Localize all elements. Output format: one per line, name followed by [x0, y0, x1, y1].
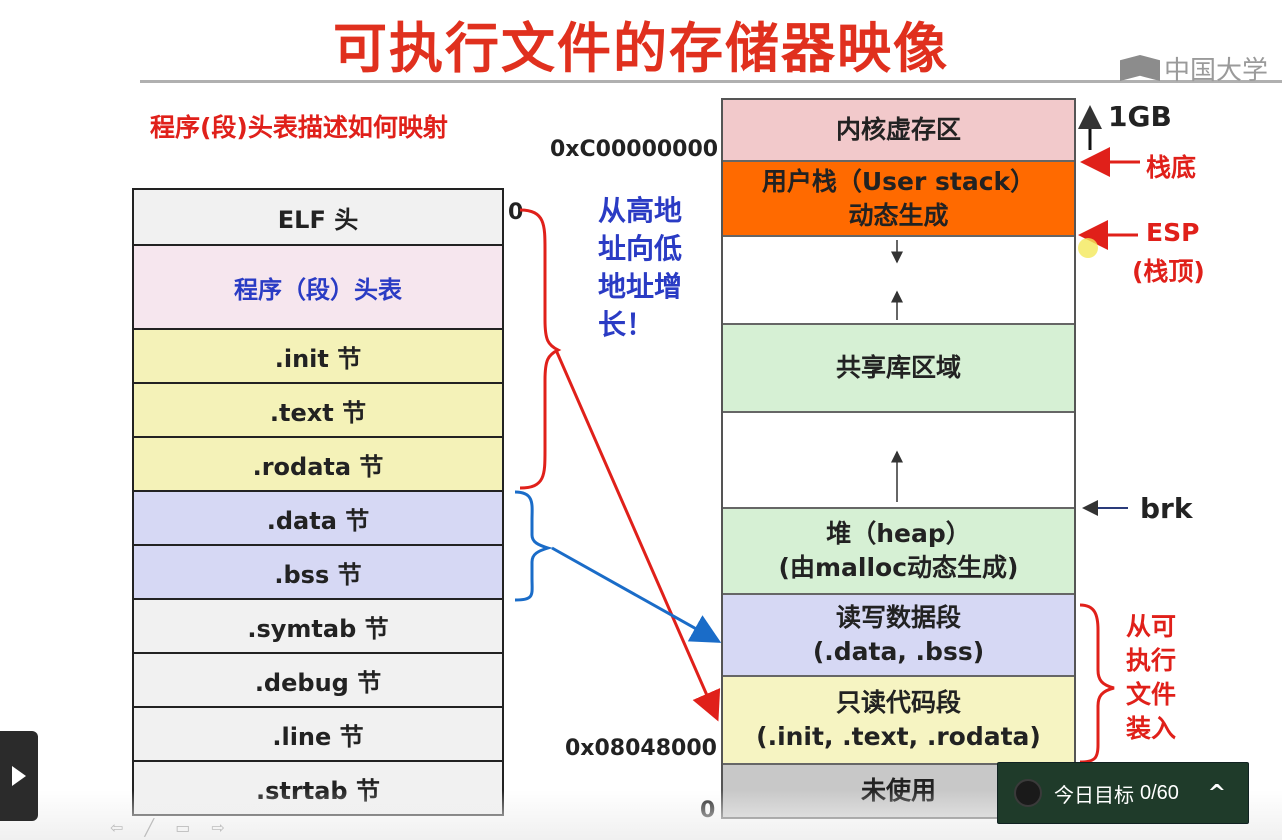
elf-section-row: .init 节	[134, 328, 502, 382]
goal-label: 今日目标	[1054, 784, 1134, 807]
red-brace-left	[519, 208, 562, 490]
loaded-line: 文件	[1126, 680, 1177, 709]
red-mapping-arrow	[554, 349, 721, 722]
elf-offset-zero: 0	[508, 200, 524, 225]
slide-nav-controls[interactable]: ⇦ ╱ ▭ ⇨	[110, 818, 233, 837]
memory-region-label: 堆（heap）	[826, 519, 971, 548]
memory-region-label: (.data, .bss)	[812, 637, 985, 666]
elf-section-row: .rodata 节	[134, 436, 502, 490]
play-icon	[12, 766, 26, 786]
memory-region: 用户栈（User stack） 动态生成	[723, 160, 1074, 235]
memory-region: 只读代码段 (.init, .text, .rodata)	[723, 675, 1074, 763]
memory-region-label: 动态生成	[848, 200, 949, 230]
label-stack-bottom: 栈底	[1146, 153, 1197, 182]
mooc-logo: 中国大学	[1120, 50, 1280, 86]
elf-file-table: ELF 头程序（段）头表.init 节.text 节.rodata 节.data…	[132, 188, 504, 816]
blue-mapping-arrow	[551, 546, 722, 643]
memory-region-label: (.init, .text, .rodata)	[756, 722, 1041, 751]
blue-brace-left	[514, 490, 554, 602]
growth-note-line: 地址增	[598, 270, 683, 303]
memory-region: 堆（heap） (由malloc动态生成)	[723, 507, 1074, 593]
address-text-start: 0x08048000	[565, 736, 717, 761]
label-esp-sub: (栈顶)	[1132, 257, 1205, 286]
title-divider	[140, 80, 1282, 83]
logo-text: 中国大学	[1164, 55, 1269, 86]
growth-note-line: 从高地	[598, 194, 683, 227]
memory-region: 共享库区域	[723, 323, 1074, 411]
elf-section-row: .bss 节	[134, 544, 502, 598]
memory-region	[723, 235, 1074, 323]
memory-region-label: 只读代码段	[835, 688, 961, 717]
memory-region-label: 内核虚存区	[835, 115, 961, 144]
chevron-up-icon[interactable]: ^	[1207, 780, 1226, 806]
progress-ring-icon	[1014, 779, 1042, 807]
slide-title: 可执行文件的存储器映像	[333, 17, 949, 80]
memory-region-label: 共享库区域	[835, 353, 961, 382]
label-1gb: 1GB	[1108, 100, 1172, 133]
label-loaded-from-exec: 从可 执行 文件 装入	[1126, 610, 1176, 746]
elf-section-row: .symtab 节	[134, 598, 502, 652]
memory-region-label: (由malloc动态生成)	[778, 553, 1019, 582]
growth-note-line: 长！	[598, 308, 655, 341]
growth-note: 从高地 址向低 地址增 长！	[598, 192, 682, 344]
elf-section-row: ELF 头	[134, 190, 502, 244]
daily-goal-widget[interactable]: 今日目标 0/60 ^	[997, 762, 1249, 824]
cursor-highlight	[1078, 238, 1098, 258]
loaded-line: 执行	[1126, 646, 1177, 675]
elf-section-row: .text 节	[134, 382, 502, 436]
elf-section-row: .data 节	[134, 490, 502, 544]
growth-note-line: 址向低	[598, 232, 683, 265]
memory-region-label: 读写数据段	[835, 603, 961, 632]
memory-region-label: 用户栈（User stack）	[761, 166, 1036, 196]
address-kernel: 0xC00000000	[550, 137, 719, 162]
goal-count: 0/60	[1140, 781, 1179, 804]
label-esp: ESP	[1146, 218, 1200, 247]
elf-section-row: 程序（段）头表	[134, 244, 502, 328]
sidebar-toggle-button[interactable]	[0, 731, 38, 821]
label-brk: brk	[1140, 492, 1193, 525]
elf-section-row: .debug 节	[134, 652, 502, 706]
elf-section-row: .line 节	[134, 706, 502, 760]
memory-region: 读写数据段 (.data, .bss)	[723, 593, 1074, 675]
subtitle: 程序(段)头表描述如何映射	[150, 113, 448, 142]
loaded-line: 装入	[1126, 714, 1177, 743]
loaded-line: 从可	[1126, 612, 1177, 641]
memory-region: 内核虚存区	[723, 100, 1074, 160]
memory-map: 内核虚存区用户栈（User stack） 动态生成共享库区域堆（heap） (由ma…	[721, 98, 1076, 819]
red-brace-right	[1079, 603, 1115, 764]
